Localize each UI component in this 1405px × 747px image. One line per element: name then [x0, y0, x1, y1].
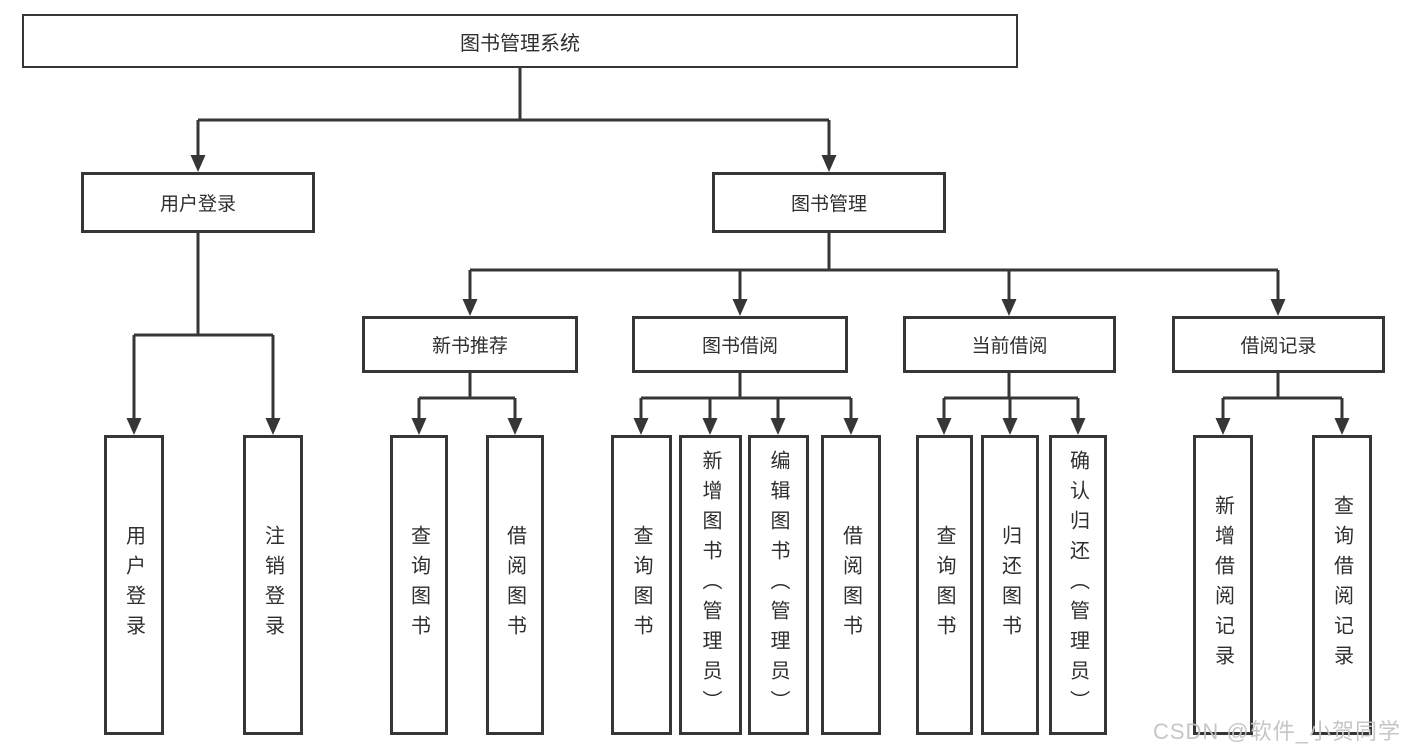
node-book-management: 图书管理	[712, 172, 946, 233]
leaf-add-borrow-record: 新增借阅记录	[1193, 435, 1253, 735]
node-user-login-branch: 用户登录	[81, 172, 315, 233]
leaf-borrow-books-recommend: 借阅图书	[486, 435, 544, 735]
leaf-logout: 注销登录	[243, 435, 303, 735]
leaf-query-borrow-record: 查询借阅记录	[1312, 435, 1372, 735]
node-new-book-recommend: 新书推荐	[362, 316, 578, 373]
node-current-borrowing: 当前借阅	[903, 316, 1116, 373]
csdn-watermark: CSDN @软件_小贺同学	[1152, 719, 1401, 744]
node-book-borrowing: 图书借阅	[632, 316, 848, 373]
leaf-borrow-books-borrowing: 借阅图书	[821, 435, 881, 735]
connector-arrowheads	[126, 155, 1350, 435]
leaf-edit-books-admin: 编辑图书（管理员）	[748, 435, 809, 735]
node-borrowing-records: 借阅记录	[1172, 316, 1385, 373]
leaf-query-books-current: 查询图书	[916, 435, 973, 735]
leaf-add-books-admin: 新增图书（管理员）	[679, 435, 742, 735]
leaf-user-login: 用户登录	[104, 435, 164, 735]
leaf-return-books: 归还图书	[981, 435, 1039, 735]
connector-segments	[132, 68, 1344, 419]
leaf-confirm-return-admin: 确认归还（管理员）	[1049, 435, 1107, 735]
leaf-query-books-borrowing: 查询图书	[611, 435, 672, 735]
node-library-system: 图书管理系统	[22, 14, 1018, 68]
leaf-query-books-recommend: 查询图书	[390, 435, 448, 735]
